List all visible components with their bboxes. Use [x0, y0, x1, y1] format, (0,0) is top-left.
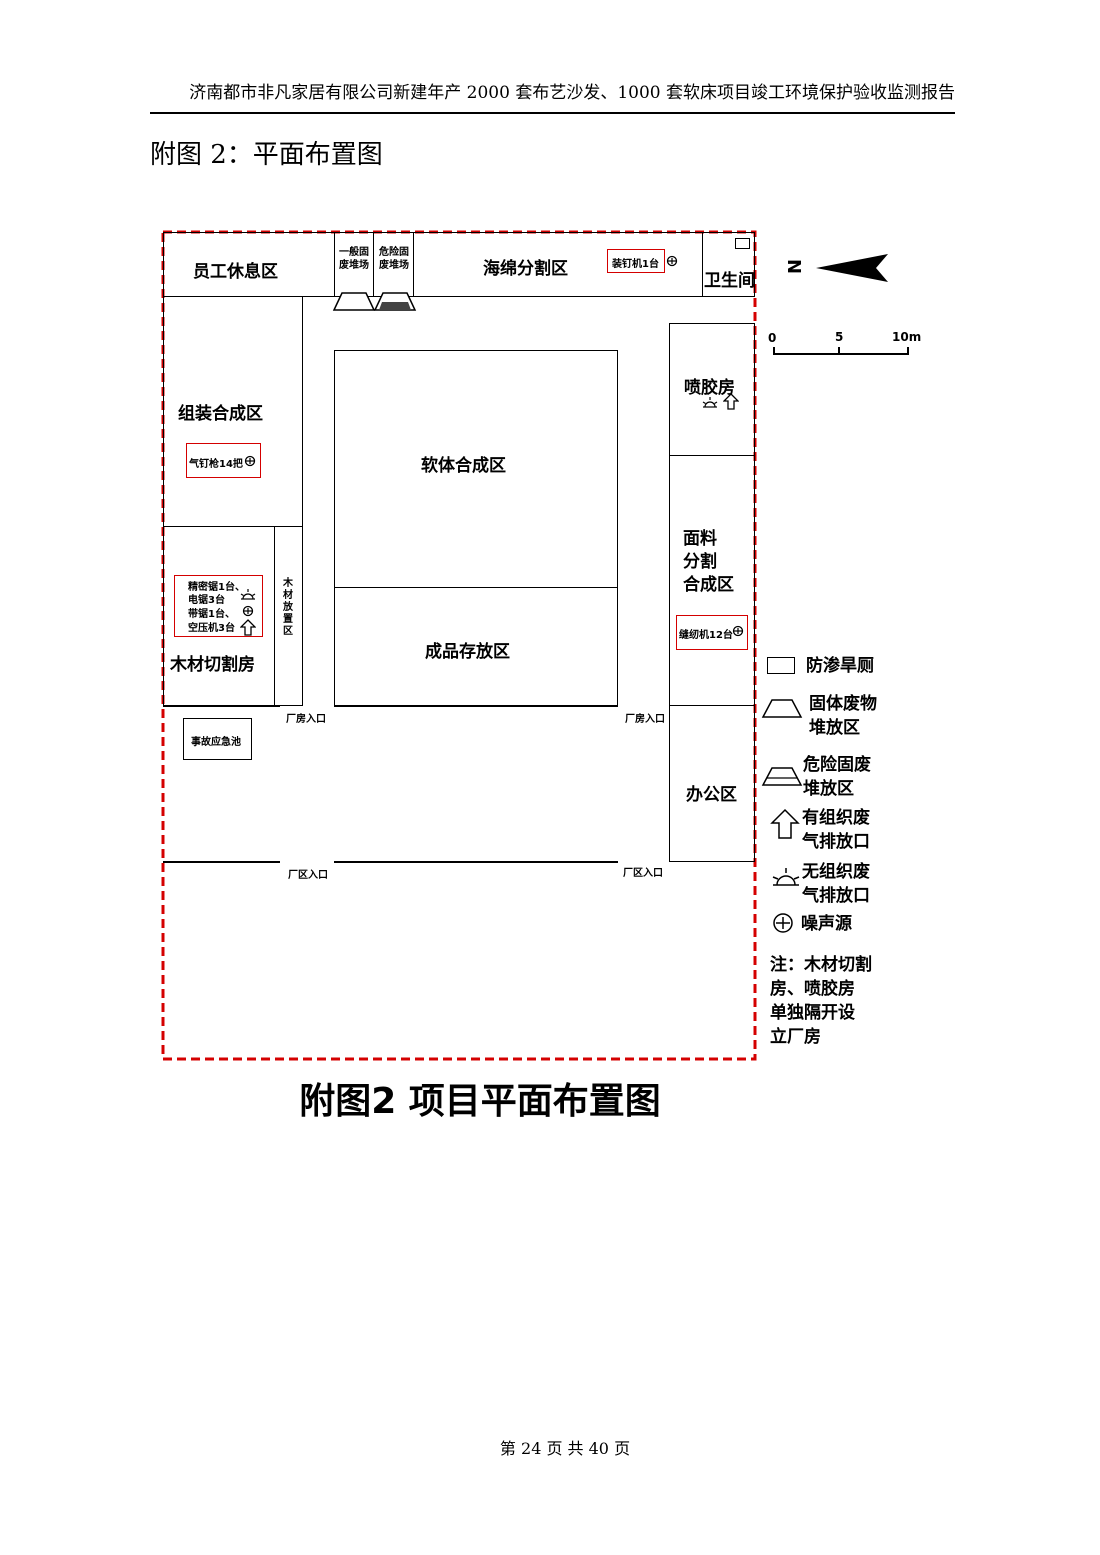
organized-emission-icon [723, 393, 739, 410]
organized-emission-icon [240, 619, 256, 636]
wood-equipment-line-1: 精密锯1台、 [188, 582, 245, 593]
restroom-label: 卫生间 [704, 271, 755, 291]
restroom [702, 232, 755, 297]
noise-source-icon [244, 455, 256, 467]
scale-tick-5: 5 [835, 330, 844, 344]
emergency-pool [183, 718, 252, 760]
finished-label: 成品存放区 [425, 642, 510, 662]
sponge-machine-box [607, 249, 665, 273]
glue-room-label: 喷胶房 [684, 378, 735, 398]
plant-wall-left [163, 861, 280, 863]
unorganized-emission-icon [702, 397, 718, 408]
scale-tick-0: 0 [768, 331, 777, 345]
wood-equipment-line-3: 带锯1台、 [188, 609, 235, 620]
plant-entrance-right: 厂区入口 [623, 868, 663, 879]
north-arrow-icon [816, 254, 888, 282]
report-header: 济南都市非凡家居有限公司新建年产 2000 套布艺沙发、1000 套软床项目竣工… [189, 83, 955, 103]
fabric-label-1: 面料 [683, 529, 717, 549]
air-gun-label: 气钉枪14把 [189, 459, 243, 470]
wood-equipment-line-4: 空压机3台 [188, 623, 235, 634]
wood-cut-label: 木材切割房 [170, 655, 255, 675]
general-waste-label: 一般固废堆场 [339, 247, 369, 271]
air-gun-box [186, 443, 261, 478]
latrine-icon [735, 238, 750, 249]
sewing-label: 缝纫机12台 [679, 630, 733, 641]
workshop-wall-mid [334, 705, 618, 707]
wood-store-label: 木材放置区 [283, 578, 293, 637]
assembly-label: 组装合成区 [178, 404, 263, 424]
sponge-machine-label: 装钉机1台 [612, 259, 659, 270]
scale-tick-10: 10m [892, 330, 922, 344]
general-waste-pile-icon [332, 292, 376, 311]
wood-equipment-line-2: 电锯3台 [188, 595, 225, 606]
workshop-wall-left [163, 705, 280, 707]
staff-rest-label: 员工休息区 [193, 262, 278, 282]
plant-wall-mid [334, 861, 618, 863]
section-title: 附图 2：平面布置图 [150, 140, 383, 170]
sewing-box [676, 615, 748, 650]
wood-store-zone [274, 526, 303, 706]
workshop-entrance-right: 厂房入口 [625, 714, 665, 725]
workshop-entrance-left: 厂房入口 [286, 714, 326, 725]
plant-entrance-left: 厂区入口 [288, 870, 328, 881]
wood-equipment-box [174, 575, 263, 637]
sponge-cut-label: 海绵分割区 [483, 259, 568, 279]
fabric-label-3: 合成区 [683, 575, 734, 595]
figure-caption: 附图2 项目平面布置图 [299, 1081, 661, 1122]
scale-bar-graphic [773, 347, 909, 355]
office-label: 办公区 [686, 785, 737, 805]
noise-source-icon [242, 605, 254, 617]
unorganized-emission-icon [240, 589, 256, 600]
hazard-waste-label: 危险固废堆场 [379, 247, 409, 271]
soft-body-label: 软体合成区 [421, 456, 506, 476]
fabric-label-2: 分割 [683, 552, 717, 572]
waste-pile-icons [332, 292, 417, 311]
scale-bar: 0 5 10m [764, 328, 924, 358]
header-rule [150, 112, 955, 114]
north-arrow: N [780, 250, 890, 286]
north-label: N [783, 258, 805, 275]
noise-source-icon [732, 625, 744, 637]
noise-source-icon [666, 255, 678, 267]
emergency-pool-label: 事故应急池 [191, 737, 241, 748]
page-footer: 第 24 页 共 40 页 [499, 1439, 631, 1458]
office-zone [669, 705, 755, 862]
